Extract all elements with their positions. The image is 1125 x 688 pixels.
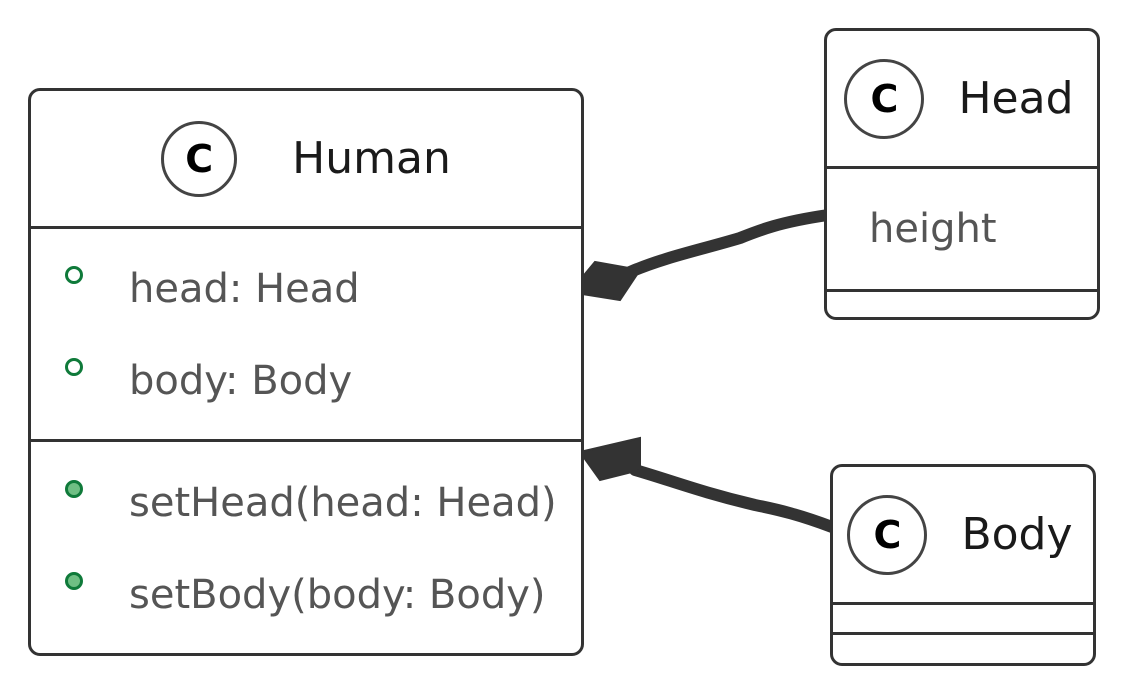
class-header: C Human [31,91,581,226]
composition-body-human [578,436,838,533]
fields-divider [827,166,1097,169]
public-field-icon [65,358,83,376]
class-title: Head [958,73,1074,124]
class-c-icon: C [844,58,925,139]
methods-divider [827,289,1097,292]
method-row[interactable]: setHead(head: Head) [31,473,581,533]
class-c-icon: C [847,494,928,575]
fields-divider [31,226,581,229]
fields-divider [833,602,1093,605]
public-method-icon [65,572,83,590]
field-row[interactable]: height [827,199,1097,259]
field-row[interactable]: body: Body [31,351,581,411]
class-body[interactable]: C Body [830,464,1096,666]
class-human[interactable]: C Human head: Head body: Body setHead(he… [28,88,584,656]
field-row[interactable]: head: Head [31,259,581,319]
composition-head-human [568,209,834,302]
public-method-icon [65,480,83,498]
methods-divider [31,439,581,442]
composition-diamond-icon [578,436,641,482]
field-text: head: Head [129,266,360,312]
method-row[interactable]: setBody(body: Body) [31,565,581,625]
public-field-icon [65,266,83,284]
class-head[interactable]: C Head height [824,28,1100,320]
composition-line-body [629,464,838,533]
class-header: C Body [833,467,1093,602]
method-text: setHead(head: Head) [129,480,557,526]
methods-divider [833,632,1093,635]
class-title: Body [961,509,1073,560]
method-text: setBody(body: Body) [129,572,546,618]
class-title: Human [292,133,451,184]
composition-line-head [624,209,834,278]
class-header: C Head [827,31,1097,166]
field-text: body: Body [129,358,353,404]
class-c-icon: C [161,120,238,197]
field-text: height [869,206,997,252]
